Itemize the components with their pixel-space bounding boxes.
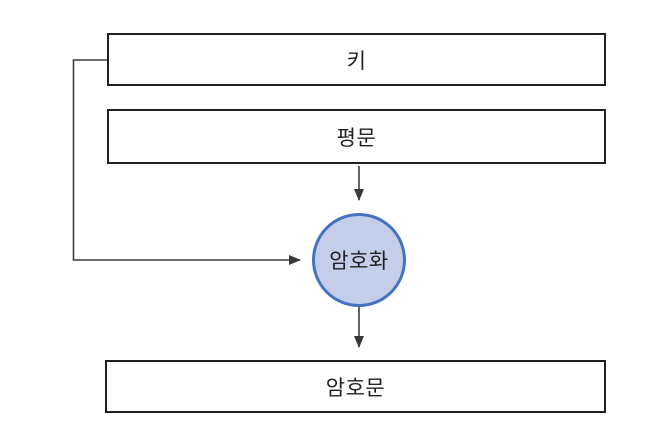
node-ciphertext-label: 암호문: [325, 376, 386, 400]
node-plaintext-label: 평문: [336, 126, 377, 150]
node-key-label: 키: [346, 49, 367, 73]
node-encryption-label: 암호화: [329, 250, 389, 273]
node-plaintext: 평문: [107, 109, 606, 164]
node-encryption: 암호화: [312, 213, 406, 307]
node-key: 키: [107, 33, 606, 86]
node-ciphertext: 암호문: [105, 360, 606, 413]
